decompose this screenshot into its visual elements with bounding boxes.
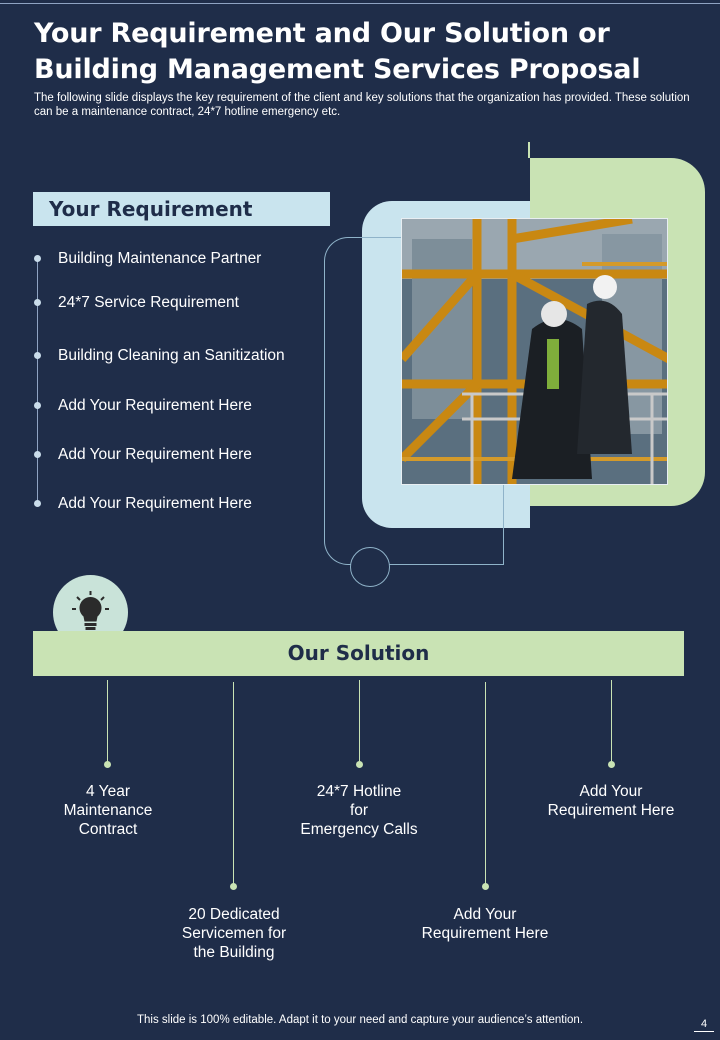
solution-dot bbox=[104, 761, 111, 768]
requirement-bullet bbox=[34, 255, 41, 262]
requirement-bullet bbox=[34, 500, 41, 507]
solution-dot bbox=[356, 761, 363, 768]
top-rule bbox=[0, 3, 720, 4]
requirement-item-6: Add Your Requirement Here bbox=[58, 495, 252, 512]
requirement-item-4: Add Your Requirement Here bbox=[58, 397, 252, 414]
solution-item-4: Add Your Requirement Here bbox=[547, 783, 675, 819]
green-panel-tab bbox=[528, 142, 530, 158]
requirement-bullet bbox=[34, 451, 41, 458]
requirement-item-5: Add Your Requirement Here bbox=[58, 446, 252, 463]
solution-connector bbox=[107, 680, 108, 765]
page-number: 4 bbox=[694, 1017, 714, 1032]
connector-circle bbox=[350, 547, 390, 587]
page-subtitle: The following slide displays the key req… bbox=[34, 92, 690, 118]
solution-item-1: 4 Year Maintenance Contract bbox=[63, 783, 153, 838]
solution-dot bbox=[230, 883, 237, 890]
requirement-bullet bbox=[34, 402, 41, 409]
construction-photo-illustration bbox=[402, 219, 667, 484]
solution-dot bbox=[608, 761, 615, 768]
connector-line-right bbox=[503, 484, 504, 565]
requirement-item-3: Building Cleaning an Sanitization bbox=[58, 347, 285, 364]
solution-item-3: 24*7 Hotline for Emergency Calls bbox=[300, 783, 418, 838]
construction-workers-photo bbox=[401, 218, 668, 485]
requirement-item-2: 24*7 Service Requirement bbox=[58, 294, 239, 311]
page-title: Your Requirement and Our Solution or Bui… bbox=[34, 18, 641, 85]
solution-dot bbox=[482, 883, 489, 890]
solution-connector bbox=[611, 680, 612, 765]
requirement-bullet bbox=[34, 299, 41, 306]
solution-connector bbox=[233, 682, 234, 887]
requirement-bullet bbox=[34, 352, 41, 359]
lightbulb-icon bbox=[72, 591, 109, 634]
requirement-timeline bbox=[37, 256, 38, 504]
solution-connector bbox=[485, 682, 486, 887]
solution-item-5: Add Your Requirement Here bbox=[421, 906, 549, 942]
solution-item-2: 20 Dedicated Servicemen for the Building bbox=[181, 906, 287, 961]
requirement-header: Your Requirement bbox=[33, 192, 330, 226]
solution-header: Our Solution bbox=[33, 631, 684, 676]
solution-connector bbox=[359, 680, 360, 765]
footer-note: This slide is 100% editable. Adapt it to… bbox=[136, 1014, 584, 1026]
requirement-item-1: Building Maintenance Partner bbox=[58, 250, 262, 267]
